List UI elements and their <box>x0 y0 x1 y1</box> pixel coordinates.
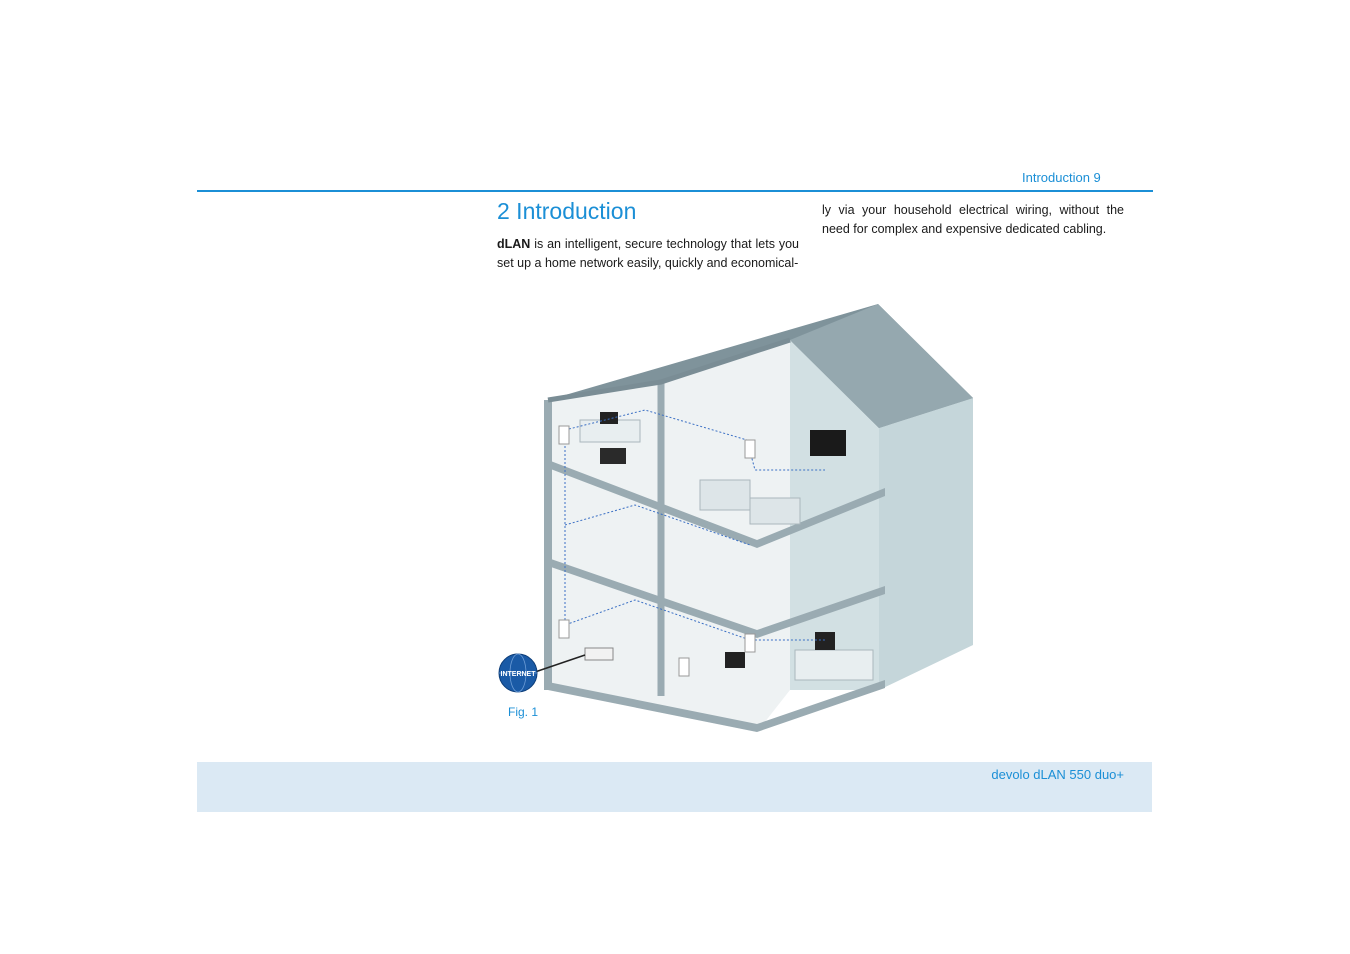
lead-term: dLAN <box>497 237 531 251</box>
sofa-2 <box>749 497 801 525</box>
desk-bottom <box>794 649 874 681</box>
body-column-right: ly via your household electrical wiring,… <box>822 203 1124 236</box>
internet-cable <box>534 654 586 673</box>
running-head: Introduction 9 <box>1022 170 1101 185</box>
roof-ridge <box>790 304 973 428</box>
upper-floor <box>548 460 885 548</box>
footer-bar: devolo dLAN 550 duo+ <box>197 762 1152 812</box>
house-network-illustration: INTERNET <box>498 304 973 732</box>
ground-floor <box>548 680 885 732</box>
body-text-left: is an intelligent, secure technology tha… <box>497 237 799 270</box>
body-column-left: dLAN is an intelligent, secure technolog… <box>497 235 799 273</box>
laptop <box>600 412 618 424</box>
globe-label: INTERNET <box>501 671 537 678</box>
sofa <box>699 479 751 511</box>
printer <box>600 448 626 464</box>
dlan-adapter-3 <box>558 619 570 639</box>
dlan-adapter-5 <box>678 657 690 677</box>
powerline-connection-3 <box>564 504 751 546</box>
roof-edge <box>547 337 791 403</box>
router <box>584 647 614 661</box>
dlan-adapter-4 <box>744 633 756 653</box>
speaker <box>725 652 745 668</box>
tv <box>810 430 846 456</box>
lower-floor <box>548 558 885 638</box>
house-interior <box>548 340 790 732</box>
dlan-adapter <box>558 425 570 445</box>
powerline-connection-2 <box>564 430 825 641</box>
dlan-adapter-2 <box>744 439 756 459</box>
header-rule <box>197 190 1153 192</box>
monitor <box>815 632 835 650</box>
footer-product-name: devolo dLAN 550 duo+ <box>991 767 1124 782</box>
figure-caption: Fig. 1 <box>508 705 539 719</box>
chapter-title: 2 Introduction <box>497 198 637 224</box>
